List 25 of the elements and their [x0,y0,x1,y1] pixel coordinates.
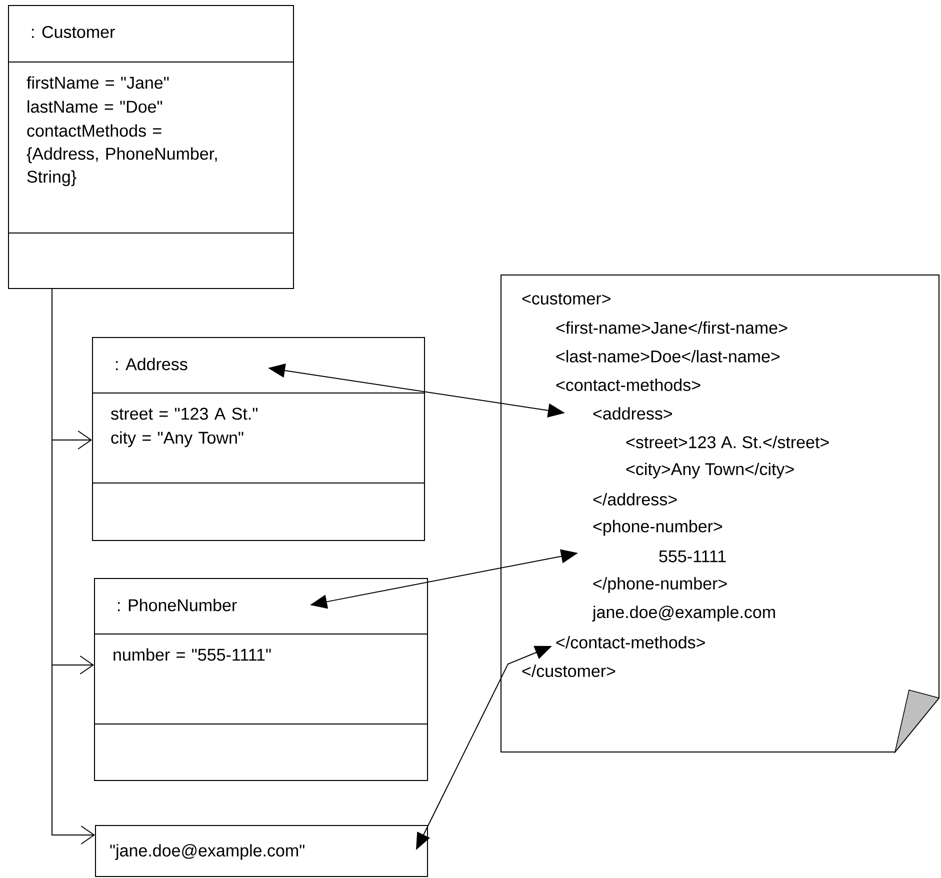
xml-line: <contact-methods> [556,378,700,392]
object-name: : Customer [32,26,115,38]
xml-line: <last-name>Doe</last-name> [556,350,780,362]
object-name: : PhoneNumber [118,598,237,612]
attribute-text: city = "Any Town" [111,431,244,448]
attribute-text: lastName = "Doe" [28,100,162,113]
attribute-text: contactMethods = {Address, PhoneNumber, String} [26,124,217,186]
object-name: : Address [116,358,188,370]
attribute-text: street = "123 A St." [110,408,258,420]
arrow [52,288,95,844]
xml-line: <first-name>Jane</first-name> [556,321,788,334]
xml-line: 555-1111 [659,550,726,562]
xml-line: <street>123 A. St.</street> [626,436,829,448]
xml-line: </phone-number> [593,577,727,593]
xml-line: <phone-number> [593,520,722,536]
xml-line: </address> [593,492,677,506]
attribute-text: number = "555-1111" [114,648,271,661]
attribute-text: firstName = "Jane" [26,76,169,89]
xml-line: <address> [593,407,672,420]
xml-line: </customer> [522,664,616,678]
value-text: "jane.doe@example.com" [110,844,304,860]
xml-line: </contact-methods> [556,636,705,648]
xml-line: <city>Any Town</city> [626,462,794,479]
xml-line: <customer> [522,293,610,305]
xml-line: jane.doe@example.com [592,606,775,622]
